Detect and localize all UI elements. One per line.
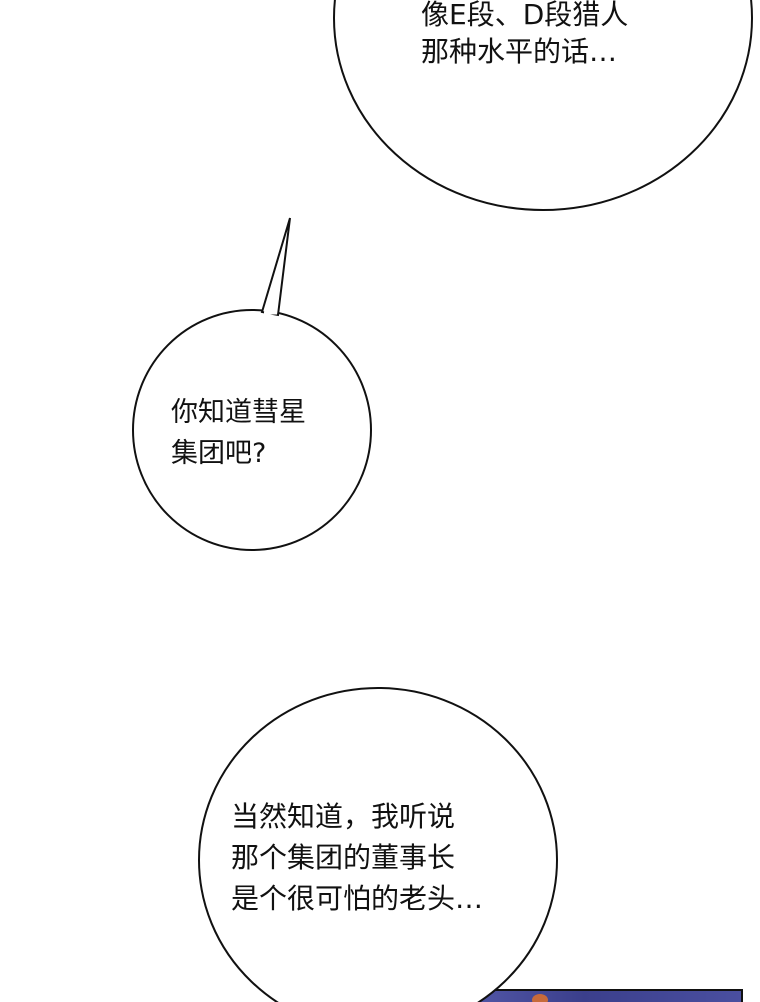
text-line: 像E段、D段猎人 [421, 0, 629, 31]
speech-bubble-1 [333, 0, 753, 211]
text-line: 当然知道，我听说 [231, 800, 456, 833]
bubble-3-text: 当然知道，我听说 那个集团的董事长 是个很可怕的老头… [231, 796, 483, 919]
text-line: 是个很可怕的老头… [231, 882, 484, 915]
text-line: 那个集团的董事长 [231, 841, 456, 874]
text-line: 那种水平的话… [421, 35, 618, 68]
text-line: 集团吧? [171, 438, 267, 469]
speech-bubble-2 [132, 217, 372, 551]
bubble-1-text: 像E段、D段猎人 那种水平的话… [421, 0, 628, 70]
text-line: 你知道彗星 [171, 397, 306, 428]
bubble-2-text: 你知道彗星 集团吧? [171, 392, 306, 474]
speech-bubble-3 [198, 687, 558, 1002]
